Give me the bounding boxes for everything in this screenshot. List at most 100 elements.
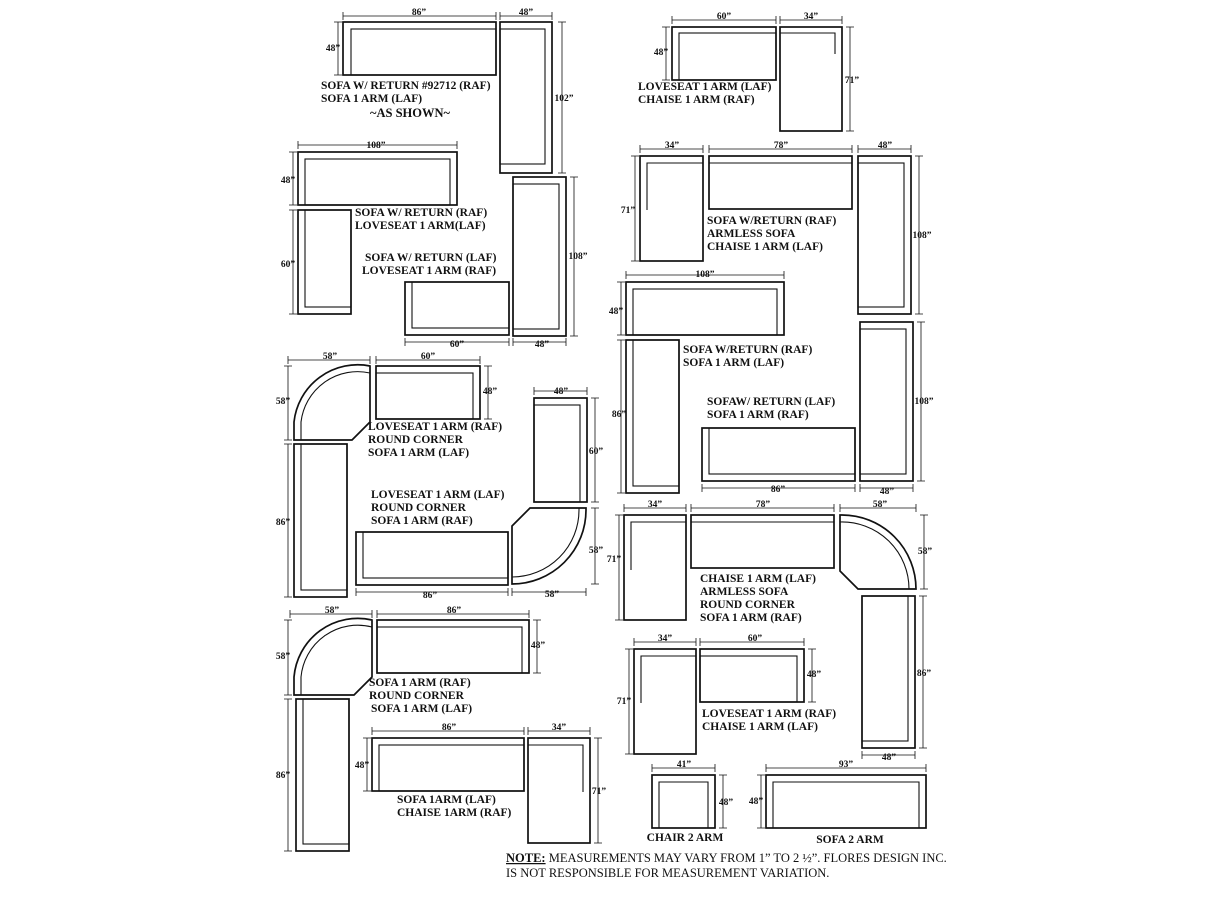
config-label: LOVESEAT 1 ARM (RAF) [362, 265, 496, 277]
config-label: ARMLESS SOFA [707, 228, 796, 240]
piece-round-corner [839, 514, 917, 590]
dimension-label: 86” [771, 485, 786, 495]
config-chaise-armless-round-corner-sofa: 34” 78” 58” 71” 58” 86” 48” CHAISE 1 ARM… [607, 500, 933, 763]
piece-round-corner [511, 507, 587, 585]
dim-line [570, 176, 578, 337]
config-loveseat-round-corner-sofa: 58” 60” 58” 48” 86” LOVESEAT 1 ARM (RAF)… [276, 352, 502, 598]
piece-sofa-1-arm-laf [293, 443, 348, 598]
config-chair-2-arm: 41” 48” CHAIR 2 ARM [647, 760, 734, 844]
dim-line [289, 209, 297, 315]
dimension-label: 71” [617, 697, 632, 707]
dim-line [779, 16, 843, 24]
dim-line [404, 338, 510, 346]
piece-sofa-1-arm-laf [371, 737, 525, 792]
dim-line [919, 595, 927, 749]
dim-line [499, 12, 553, 20]
dim-line [533, 387, 588, 395]
dimension-label: 58” [873, 500, 888, 510]
config-label: CHAIR 2 ARM [647, 832, 724, 844]
piece-sofa-1-arm-raf [701, 427, 856, 482]
dim-line [591, 507, 599, 585]
dimension-label: 58” [918, 547, 933, 557]
config-sofa-laf-chaise-raf: 86” 34” 48” 71” SOFA 1ARM (LAF) CHAISE 1… [355, 723, 607, 844]
dimension-label: 86” [917, 669, 932, 679]
note-label: NOTE: [506, 851, 546, 865]
piece-sofa-return-raf [857, 155, 912, 315]
piece-sofa-return-raf [625, 281, 785, 336]
piece-loveseat-1-arm-laf [297, 209, 352, 315]
dim-line [859, 484, 914, 492]
dim-line [594, 737, 602, 844]
piece-chaise-1-arm-laf [633, 648, 697, 755]
dimension-label: 60” [281, 260, 296, 270]
dim-line [708, 145, 853, 153]
config-label: LOVESEAT 1 ARM (RAF) [702, 708, 836, 720]
dimension-label: 86” [276, 518, 291, 528]
config-sofa-2-arm: 93” 48” SOFA 2 ARM [749, 760, 927, 846]
dimension-label: 60” [717, 12, 732, 22]
dimension-label: 86” [612, 410, 627, 420]
dim-line [757, 774, 765, 829]
piece-sofa-1-arm-laf [342, 21, 497, 76]
dim-line [591, 397, 599, 503]
dim-line [625, 648, 633, 755]
dim-line [289, 610, 373, 618]
piece-sofa-1-arm-raf [861, 595, 916, 749]
config-label: CHAISE 1 ARM (RAF) [638, 94, 755, 106]
config-label: SOFA 1 ARM (LAF) [321, 93, 422, 105]
dimension-label: 86” [412, 8, 427, 18]
dimension-label: 108” [913, 231, 932, 241]
config-label: LOVESEAT 1 ARM (RAF) [368, 421, 502, 433]
config-sofa-return-92712: 86” 48” 48” 102” SOFA W/ RETURN #92712 (… [321, 8, 574, 174]
note-line-2: IS NOT RESPONSIBLE FOR MEASUREMENT VARIA… [506, 866, 829, 880]
dim-line [511, 588, 587, 596]
dimension-label: 108” [367, 141, 386, 151]
dim-line [287, 356, 371, 364]
dimension-label: 48” [609, 307, 624, 317]
dim-line [484, 365, 492, 420]
dimension-label: 34” [658, 634, 673, 644]
config-label: SOFA 1 ARM (RAF) [700, 612, 802, 624]
dim-line [917, 321, 925, 482]
config-label: SOFA W/RETURN (RAF) [683, 344, 812, 356]
dim-line [355, 588, 509, 596]
piece-sofa-1-arm-raf [355, 531, 509, 586]
config-sofa-return-raf-sofa-laf: 108” 48” 86” SOFA W/RETURN (RAF) SOFA 1 … [609, 270, 812, 494]
config-label: SOFA 1 ARM (RAF) [369, 677, 471, 689]
dimension-label: 108” [915, 397, 934, 407]
dimension-label: 48” [880, 487, 895, 497]
config-label: SOFA 1 ARM (LAF) [371, 703, 472, 715]
dim-line [297, 141, 458, 149]
config-label: CHAISE 1 ARM (LAF) [702, 721, 818, 733]
dim-line [920, 514, 928, 590]
config-label: CHAISE 1 ARM (LAF) [707, 241, 823, 253]
dim-line [719, 774, 727, 829]
dimension-label: 48” [355, 761, 370, 771]
config-chaise-laf-loveseat-raf: 34” 60” 71” 48” LOVESEAT 1 ARM (RAF) CHA… [617, 634, 836, 755]
dim-line [376, 610, 530, 618]
dimension-label: 48” [535, 340, 550, 350]
piece-loveseat-1-arm-raf [404, 281, 510, 336]
dim-line [857, 145, 912, 153]
dimension-label: 86” [442, 723, 457, 733]
config-loveseat-chaise-raf: 60” 34” 48” 71” LOVESEAT 1 ARM (LAF) CHA… [638, 12, 859, 132]
dimension-label: 48” [749, 797, 764, 807]
config-label: SOFA W/ RETURN (RAF) [355, 207, 487, 219]
dimension-label: 48” [807, 670, 822, 680]
dim-line [915, 155, 923, 315]
dimension-label: 41” [677, 760, 692, 770]
config-label: ROUND CORNER [369, 690, 465, 702]
dimension-label: 58” [589, 546, 604, 556]
config-label: SOFA W/RETURN (RAF) [707, 215, 836, 227]
dimension-label: 48” [519, 8, 534, 18]
dimension-label: 71” [592, 787, 607, 797]
dim-line [861, 751, 916, 759]
piece-sofa-1-arm-laf [295, 698, 350, 852]
piece-armless-sofa [708, 155, 853, 210]
config-label: SOFA W/ RETURN (LAF) [365, 252, 497, 264]
dim-line [839, 504, 917, 512]
piece-sofa-1-arm-laf [625, 339, 680, 494]
dimension-label: 34” [804, 12, 819, 22]
dim-line [662, 26, 670, 81]
config-label: ROUND CORNER [700, 599, 796, 611]
